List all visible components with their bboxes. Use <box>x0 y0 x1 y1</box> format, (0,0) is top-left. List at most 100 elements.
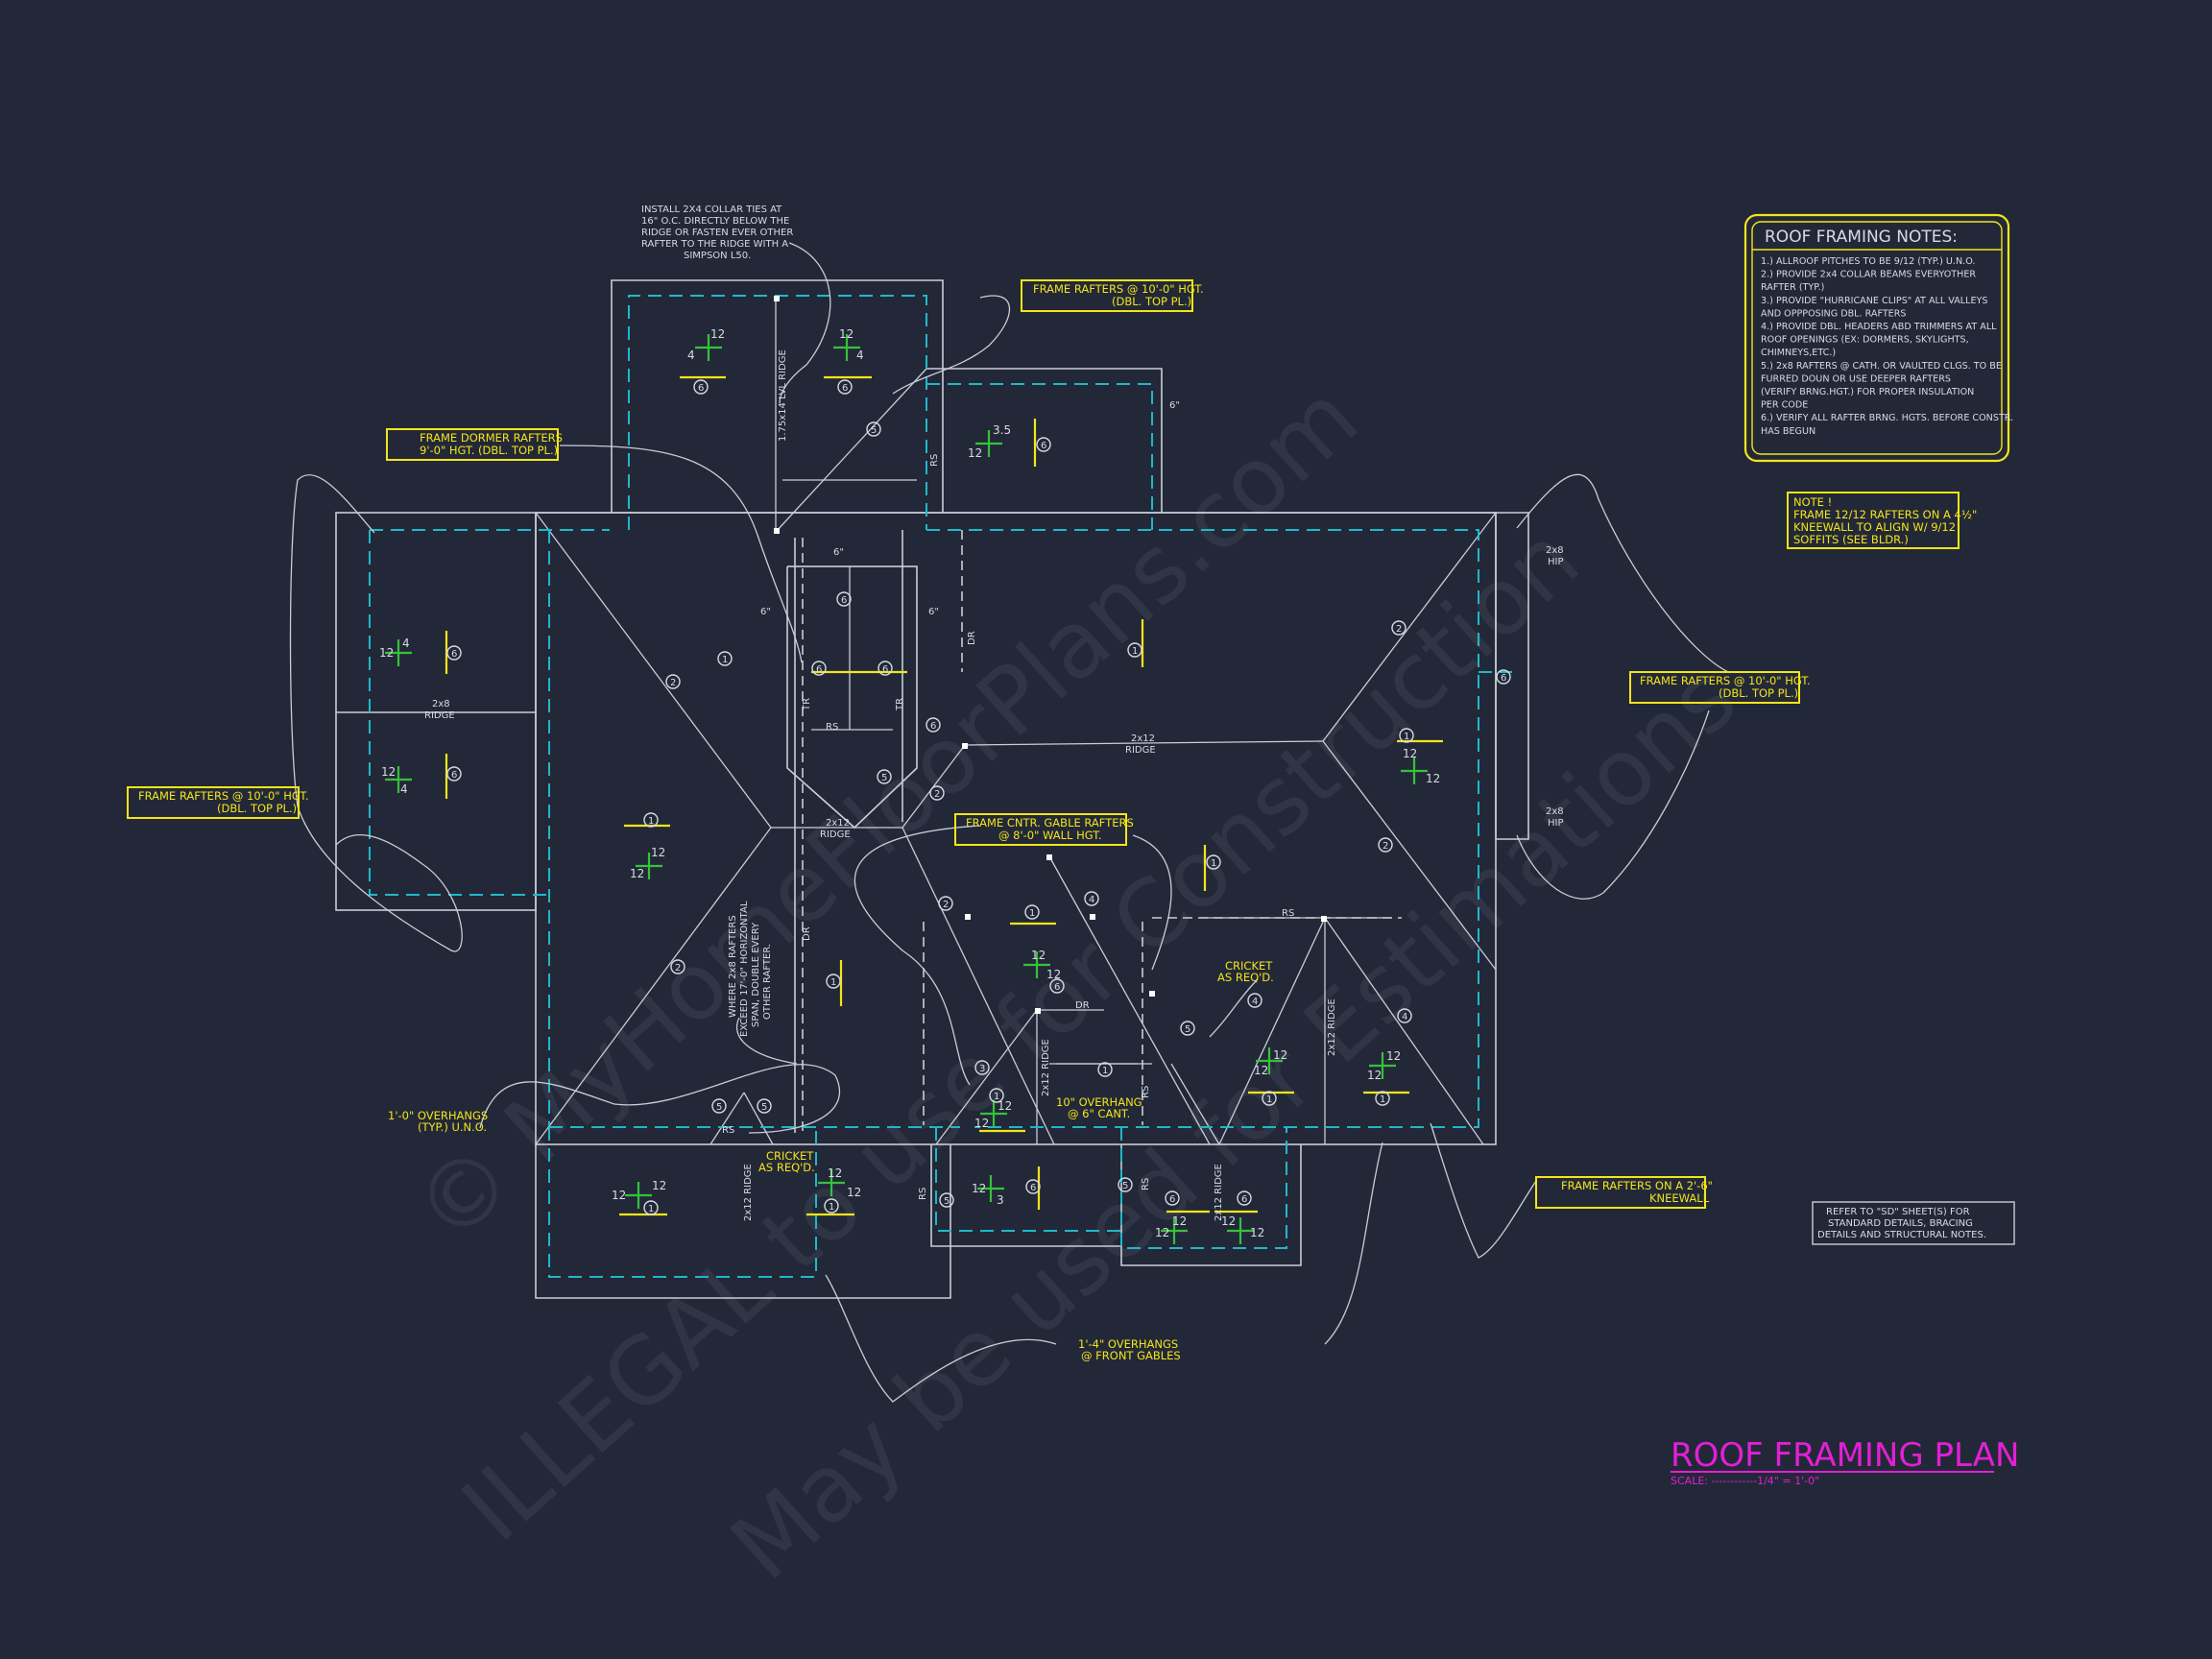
kneewall-note: NOTE ! FRAME 12/12 RAFTERS ON A 4½" KNEE… <box>1787 492 1977 549</box>
rafter-tag: 3 <box>979 1064 985 1074</box>
callout-line: FRAME DORMER RAFTERS <box>420 431 563 445</box>
rafter-tag: 5 <box>761 1102 767 1113</box>
pitch-rise-label: 12 <box>379 646 394 660</box>
note-line: INSTALL 2X4 COLLAR TIES AT <box>641 204 782 215</box>
rafter-tag: 6 <box>1041 441 1046 451</box>
note-line: RAFTER TO THE RIDGE WITH A <box>641 239 788 250</box>
notes-list: 1.) ALLROOF PITCHES TO BE 9/12 (TYP.) U.… <box>1761 256 2013 437</box>
rafter-tag: 1 <box>722 655 728 665</box>
top-plate-lines <box>369 295 1512 1278</box>
callout-line: 10" OVERHANG <box>1056 1095 1142 1109</box>
truss-label: TR <box>895 698 905 711</box>
rafter-tag: 2 <box>934 789 940 800</box>
rafter-tag: 4 <box>1089 895 1094 905</box>
rafter-tag: 6 <box>842 383 848 394</box>
pitch-run-label: 4 <box>400 782 408 796</box>
callout-line: FRAME RAFTERS @ 10'-0" HGT. <box>1033 282 1204 296</box>
rafter-tag: 5 <box>871 425 877 436</box>
rafter-tag: 1 <box>648 1204 654 1214</box>
double-rafter-note: WHERE 2x8 RAFTERS EXCEED 17'-0" HORIZONT… <box>728 901 773 1037</box>
pitch-rise-label: 12 <box>652 1179 666 1192</box>
rafter-support-label: RS <box>826 722 838 733</box>
pitch-rise-label: 12 <box>968 446 982 460</box>
pitch-run-label: 3.5 <box>993 423 1011 437</box>
pitch-rise-label: 12 <box>998 1099 1012 1113</box>
lvl-ridge-label: 1.75x14 LVL RIDGE <box>778 349 788 442</box>
roof-framing-notes-panel: ROOF FRAMING NOTES: 1.) ALLROOF PITCHES … <box>1743 213 2013 463</box>
note-line: SPAN, DOUBLE EVERY <box>751 922 761 1027</box>
refer-sd-note: REFER TO "SD" SHEET(S) FOR STANDARD DETA… <box>1812 1201 2015 1245</box>
rafter-direction-arrows <box>445 375 1443 1216</box>
pitch-rise-label: 12 <box>828 1166 842 1180</box>
note-line: RIDGE OR FASTEN EVER OTHER <box>641 228 793 238</box>
pitch-run-label: 12 <box>612 1189 626 1202</box>
pitch-rise-label: 12 <box>710 327 725 341</box>
hip-size-label: 2x8 <box>1546 806 1564 817</box>
member-labels: 2x8 RIDGE 2x12 RIDGE 2x12 RIDGE 2x8 HIP … <box>424 349 1564 1221</box>
notes-heading: ROOF FRAMING NOTES: <box>1765 228 1958 247</box>
notes-line: ROOF OPENINGS (EX: DORMERS, SKYLIGHTS, <box>1761 335 1969 346</box>
callout-line: FRAME CNTR. GABLE RAFTERS <box>966 816 1134 830</box>
callout-line: (DBL. TOP PL.) <box>217 802 297 815</box>
callout-line: AS REQ'D. <box>758 1161 815 1174</box>
rafter-tag: 6 <box>1054 982 1060 993</box>
callout-overhangs: 1'-0" OVERHANGS (TYP.) U.N.O. <box>388 1109 488 1134</box>
notes-line: 1.) ALLROOF PITCHES TO BE 9/12 (TYP.) U.… <box>1761 256 1975 267</box>
note-line: FRAME 12/12 RAFTERS ON A 4½" <box>1793 508 1977 521</box>
pitch-rise-label: 12 <box>1386 1049 1401 1063</box>
rafter-tag: 5 <box>716 1102 722 1113</box>
callout-line: KNEEWALL <box>1649 1191 1710 1205</box>
dormer-rafter-label: DR <box>1075 1000 1090 1011</box>
callout-center-gable: FRAME CNTR. GABLE RAFTERS @ 8'-0" WALL H… <box>954 813 1134 846</box>
note-line: REFER TO "SD" SHEET(S) FOR <box>1826 1207 1970 1217</box>
callout-line: (TYP.) U.N.O. <box>418 1120 487 1134</box>
pitch-rise-label: 12 <box>1403 747 1417 760</box>
ridge-label: 2x12 RIDGE <box>1214 1164 1224 1221</box>
note-line: EXCEED 17'-0" HORIZONTAL <box>739 901 750 1037</box>
rafter-tag: 1 <box>1211 858 1216 869</box>
ridge-label: 2x12 RIDGE <box>1041 1039 1051 1096</box>
pitch-rise-label: 12 <box>1172 1214 1187 1228</box>
rafter-tag: 2 <box>670 678 676 688</box>
rafter-support-label: RS <box>1282 908 1294 919</box>
rafter-support-label: RS <box>918 1188 928 1200</box>
rafter-tag: 1 <box>829 1202 834 1213</box>
pitch-run-label: 3 <box>997 1193 1004 1207</box>
rafter-tag: 1 <box>1132 646 1138 657</box>
rafter-tags: 6 6 5 6 6 6 1 2 6 6 6 6 5 2 1 2 1 6 2 1 … <box>446 379 1511 1215</box>
pitch-rise-label: 12 <box>972 1182 986 1195</box>
notes-line: CHIMNEYS,ETC.) <box>1761 348 1836 358</box>
pitch-run-label: 12 <box>974 1117 989 1130</box>
notes-line: FURRED DOUN OR USE DEEPER RAFTERS <box>1761 373 1951 384</box>
rafter-tag: 2 <box>675 963 681 974</box>
pitch-rise-label: 12 <box>1273 1048 1287 1062</box>
ridge-label: RIDGE <box>820 830 851 840</box>
hip-label: HIP <box>1548 818 1564 829</box>
dormer-rafter-label: DR <box>802 926 812 941</box>
notes-line: 2.) PROVIDE 2x4 COLLAR BEAMS EVERYOTHER <box>1761 270 1976 280</box>
rafter-tag: 6 <box>1241 1194 1247 1205</box>
rafter-tag: 4 <box>1252 997 1258 1007</box>
ridge-size-label: 2x12 <box>1131 733 1155 744</box>
rafter-tag: 5 <box>944 1196 950 1207</box>
rafter-tag: 2 <box>943 900 949 910</box>
pitch-rise-label: 12 <box>651 846 665 859</box>
dimension-label: 6" <box>1169 400 1180 411</box>
rafter-tag: 1 <box>994 1092 999 1102</box>
drawing-scale: SCALE: ------------1/4" = 1'-0" <box>1671 1475 1819 1487</box>
rafter-support-label: RS <box>1141 1178 1151 1190</box>
notes-line: 4.) PROVIDE DBL. HEADERS ABD TRIMMERS AT… <box>1761 322 1997 332</box>
rafter-tag: 6 <box>1501 673 1506 684</box>
rafter-tag: 5 <box>881 773 887 783</box>
rafter-tag: 1 <box>1404 732 1409 742</box>
rafter-tag: 6 <box>882 664 888 675</box>
notes-line: AND OPPPOSING DBL. RAFTERS <box>1761 308 1907 319</box>
callout-line: @ FRONT GABLES <box>1081 1349 1181 1362</box>
pitch-run-label: 12 <box>1046 968 1061 981</box>
rafter-support-label: RS <box>722 1125 734 1136</box>
framing-nodes <box>774 296 1327 1014</box>
callout-line: AS REQ'D. <box>1217 971 1274 984</box>
notes-line: (VERIFY BRNG.HGT.) FOR PROPER INSULATION <box>1761 387 1974 397</box>
ridge-label: RIDGE <box>1125 745 1156 756</box>
